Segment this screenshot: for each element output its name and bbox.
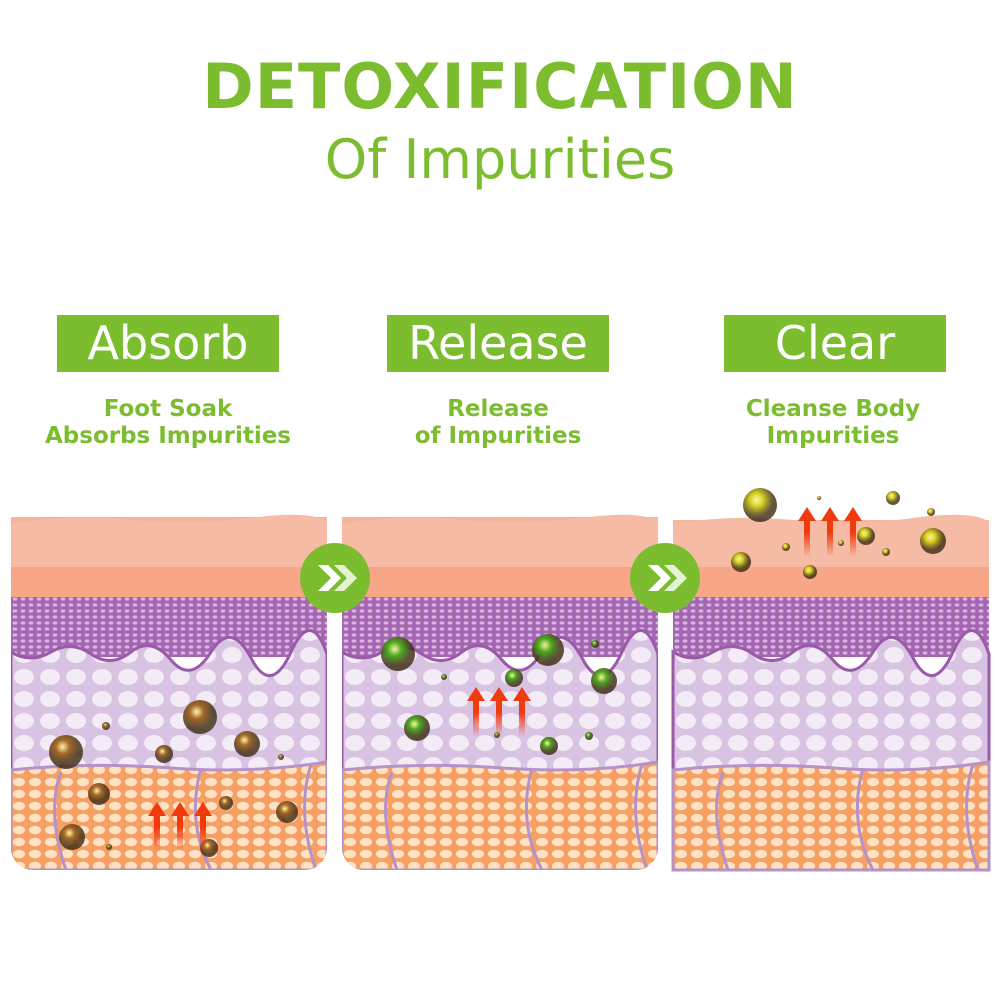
impurity-particle [927,508,935,516]
step-label-release: Release [387,315,609,372]
impurity-particle [920,528,946,554]
up-arrow-icon [513,687,531,737]
step-label-clear: Clear [724,315,946,372]
up-arrow-icon [194,802,212,852]
impurity-particle [381,637,415,671]
impurity-particle [102,722,110,730]
impurity-particle [183,700,217,734]
up-arrow-icon [821,507,839,557]
impurity-particle [731,552,751,572]
impurity-particle [782,543,790,551]
up-arrow-icon [490,687,508,737]
next-chevron-icon [630,543,700,613]
impurity-particle [505,669,523,687]
impurity-particle [591,668,617,694]
impurity-particle [219,796,233,810]
impurity-particle [276,801,298,823]
impurity-particle [49,735,83,769]
impurity-particle [532,634,564,666]
step-label-absorb: Absorb [57,315,279,372]
impurity-particle [817,496,821,500]
impurity-particle [743,488,777,522]
impurity-particle [441,674,447,680]
impurity-particle [886,491,900,505]
impurity-particle [585,732,593,740]
next-chevron-icon [300,543,370,613]
up-arrow-icon [148,802,166,852]
skin-diagram-release [342,512,658,870]
skin-diagram-absorb [11,512,327,870]
impurity-particle [857,527,875,545]
up-arrow-icon [171,802,189,852]
impurity-particle [404,715,430,741]
up-arrow-icon [467,687,485,737]
up-arrow-icon [798,507,816,557]
impurity-particle [155,745,173,763]
impurity-particle [278,754,284,760]
impurity-particle [59,824,85,850]
subheadline: Of Impurities [324,128,676,191]
impurity-particle [591,640,599,648]
impurity-particle [882,548,890,556]
skin-diagram-clear [671,488,991,872]
headline: DETOXIFICATION [202,50,798,123]
impurity-particle [106,844,112,850]
impurity-particle [234,731,260,757]
impurity-particle [540,737,558,755]
up-arrow-icon [844,507,862,557]
impurity-particle [838,540,844,546]
impurity-particle [88,783,110,805]
impurity-particle [803,565,817,579]
